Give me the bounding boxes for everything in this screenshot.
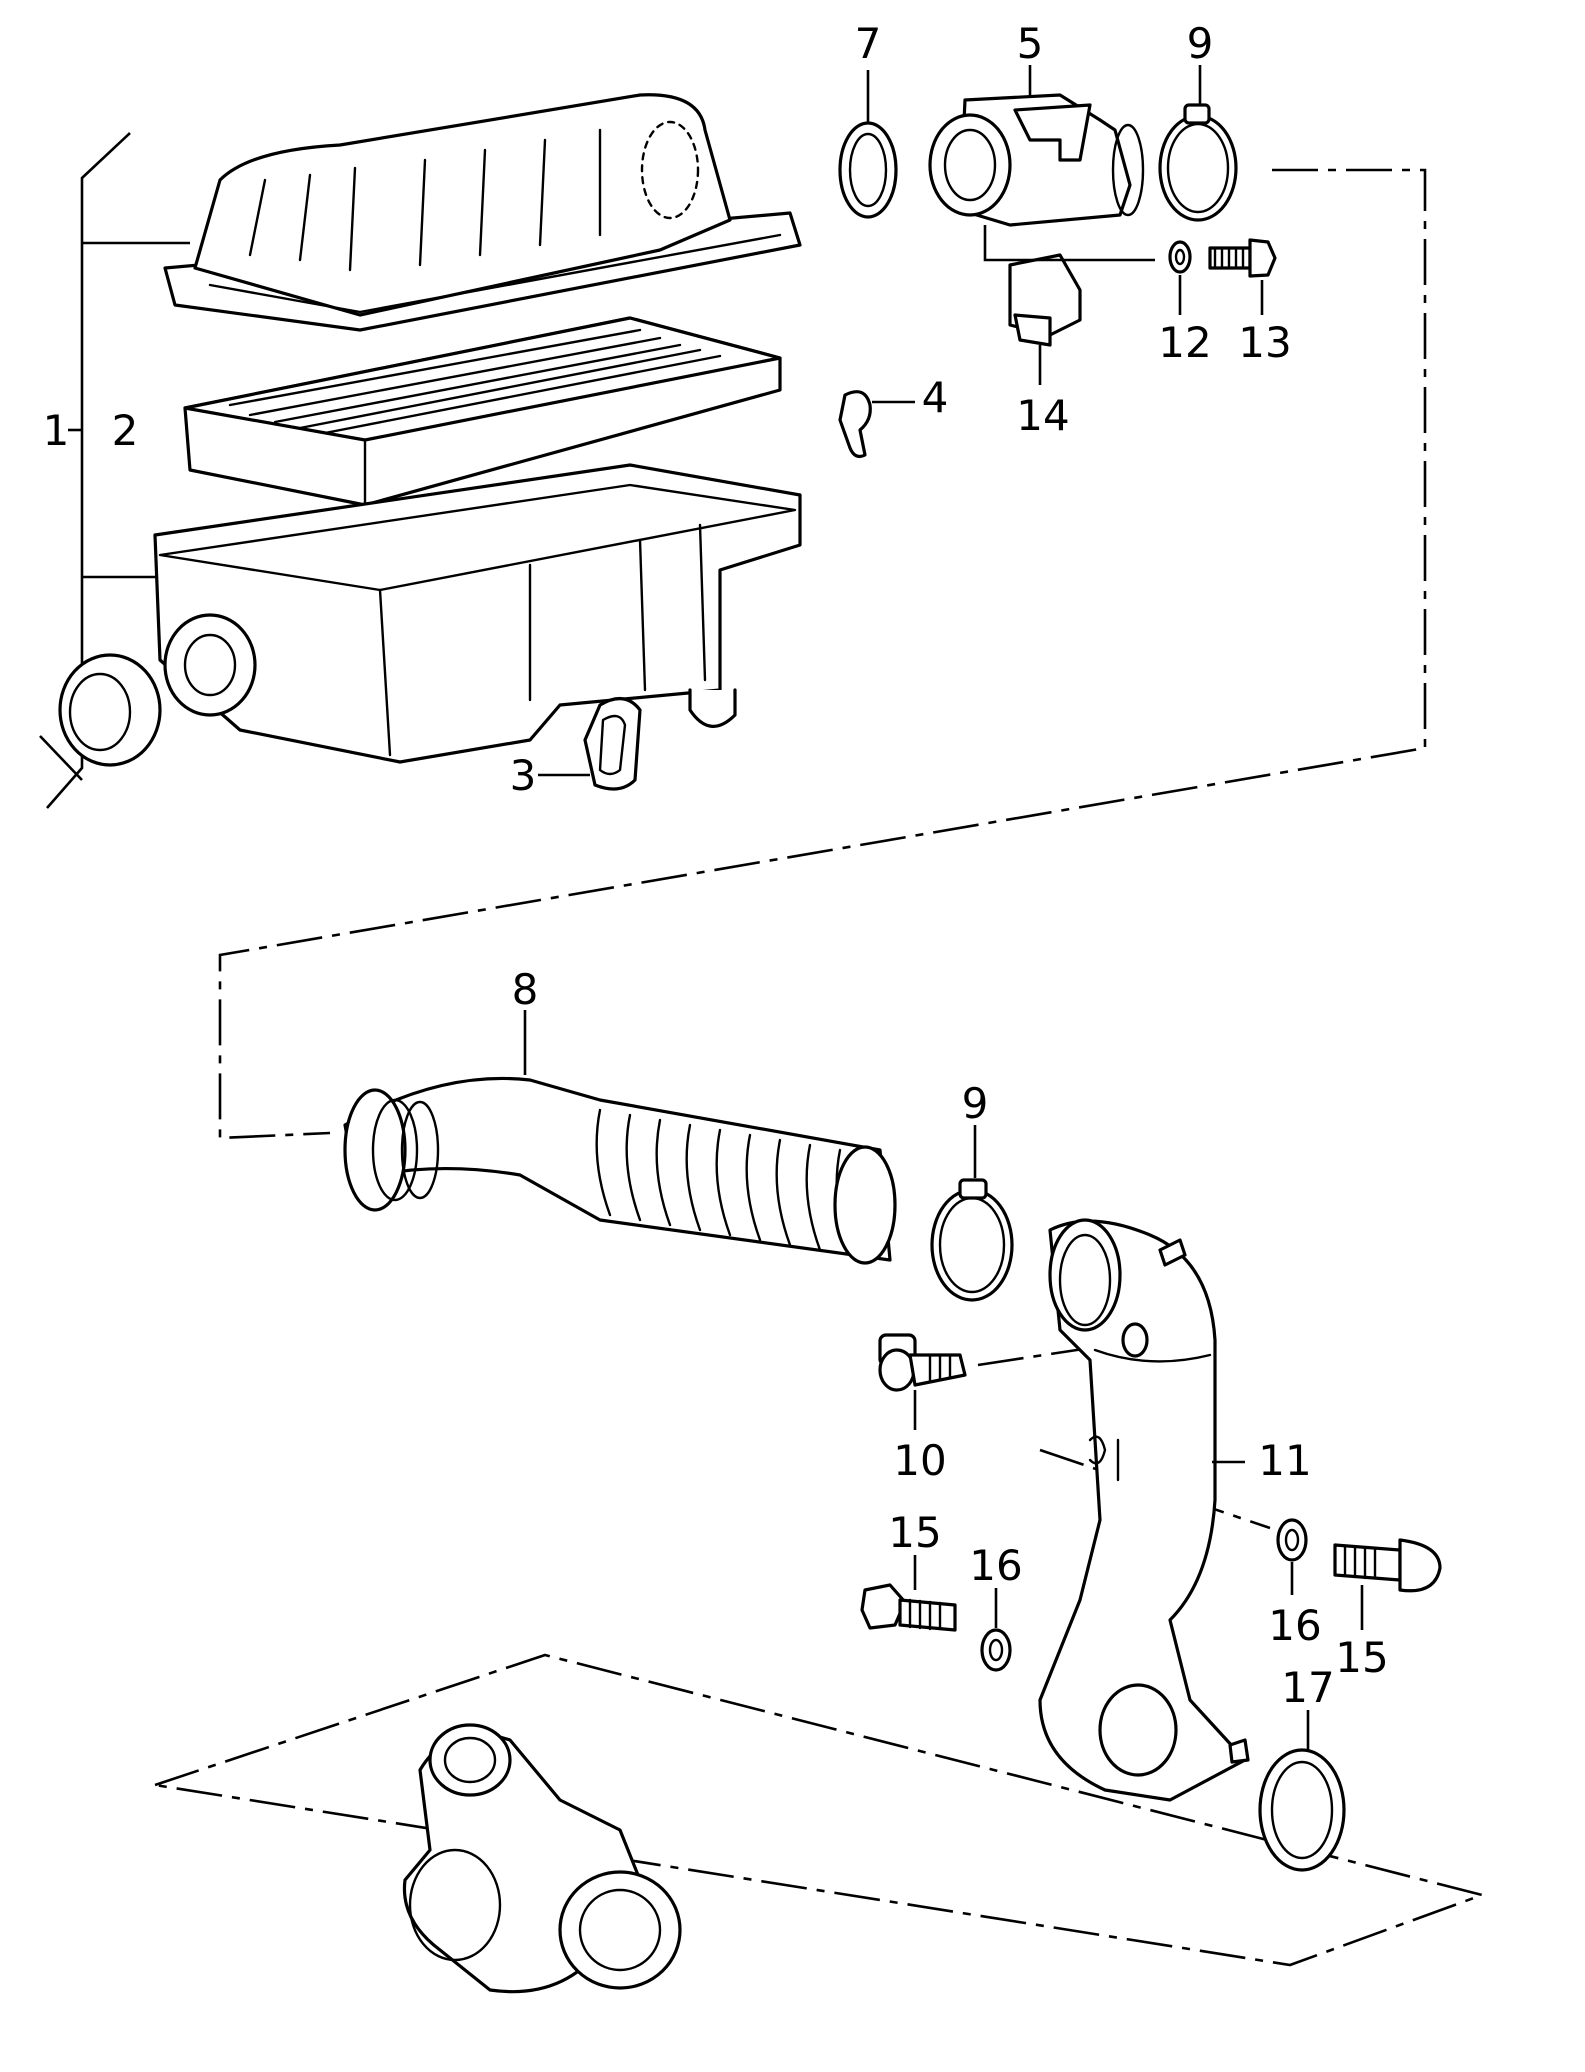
washer-16-right <box>1276 1518 1308 1595</box>
callout-8: 8 <box>512 965 539 1014</box>
callout-11: 11 <box>1258 1436 1311 1485</box>
bolt-15-left <box>860 1555 957 1632</box>
callout-17: 17 <box>1281 1663 1334 1712</box>
callout-labels: 1 2 3 4 5 7 8 9 9 10 11 12 13 14 15 15 1… <box>43 19 1389 1712</box>
clip-4 <box>838 390 915 459</box>
callout-15-left: 15 <box>888 1508 941 1557</box>
seal-ring-7 <box>838 70 898 219</box>
callout-9-lower: 9 <box>962 1079 989 1128</box>
filter-housing <box>153 463 802 764</box>
callout-3: 3 <box>510 751 537 800</box>
gasket-3 <box>538 697 642 791</box>
assembly-bracket <box>39 132 131 809</box>
washer-16-left <box>980 1588 1012 1672</box>
callout-2: 2 <box>112 406 139 455</box>
callout-15-right: 15 <box>1335 1633 1388 1682</box>
air-mass-meter-5 <box>928 65 1145 227</box>
hose-clamp-9-lower <box>930 1125 1014 1302</box>
callout-14: 14 <box>1016 391 1069 440</box>
callout-4: 4 <box>922 373 949 422</box>
callout-13: 13 <box>1238 318 1291 367</box>
intake-seal-ring <box>58 653 162 767</box>
bolt-13 <box>1208 238 1277 315</box>
intake-hose-8 <box>343 1010 897 1265</box>
callout-5: 5 <box>1017 19 1044 68</box>
turbocharger <box>402 1723 682 1994</box>
callout-12: 12 <box>1158 318 1211 367</box>
bolt-15-right <box>1333 1538 1442 1630</box>
filter-cover <box>163 93 802 332</box>
seal-ring-17 <box>1258 1710 1346 1872</box>
callout-10: 10 <box>893 1436 946 1485</box>
temperature-sensor-10 <box>878 1333 967 1430</box>
filter-element <box>183 316 782 507</box>
air-filter-assembly <box>39 93 802 809</box>
airflow-meter-group <box>838 65 1277 459</box>
sensor-14 <box>983 225 1155 385</box>
callout-1: 1 <box>43 406 70 455</box>
connector-lines <box>154 168 1487 1967</box>
callout-16-left: 16 <box>969 1541 1022 1590</box>
intake-pipe-11 <box>1038 1218 1250 1802</box>
callout-9-top: 9 <box>1187 19 1214 68</box>
callout-16-right: 16 <box>1268 1601 1321 1650</box>
callout-7: 7 <box>855 19 882 68</box>
hose-clamp-9-top <box>1158 65 1238 222</box>
washer-12 <box>1168 240 1192 315</box>
